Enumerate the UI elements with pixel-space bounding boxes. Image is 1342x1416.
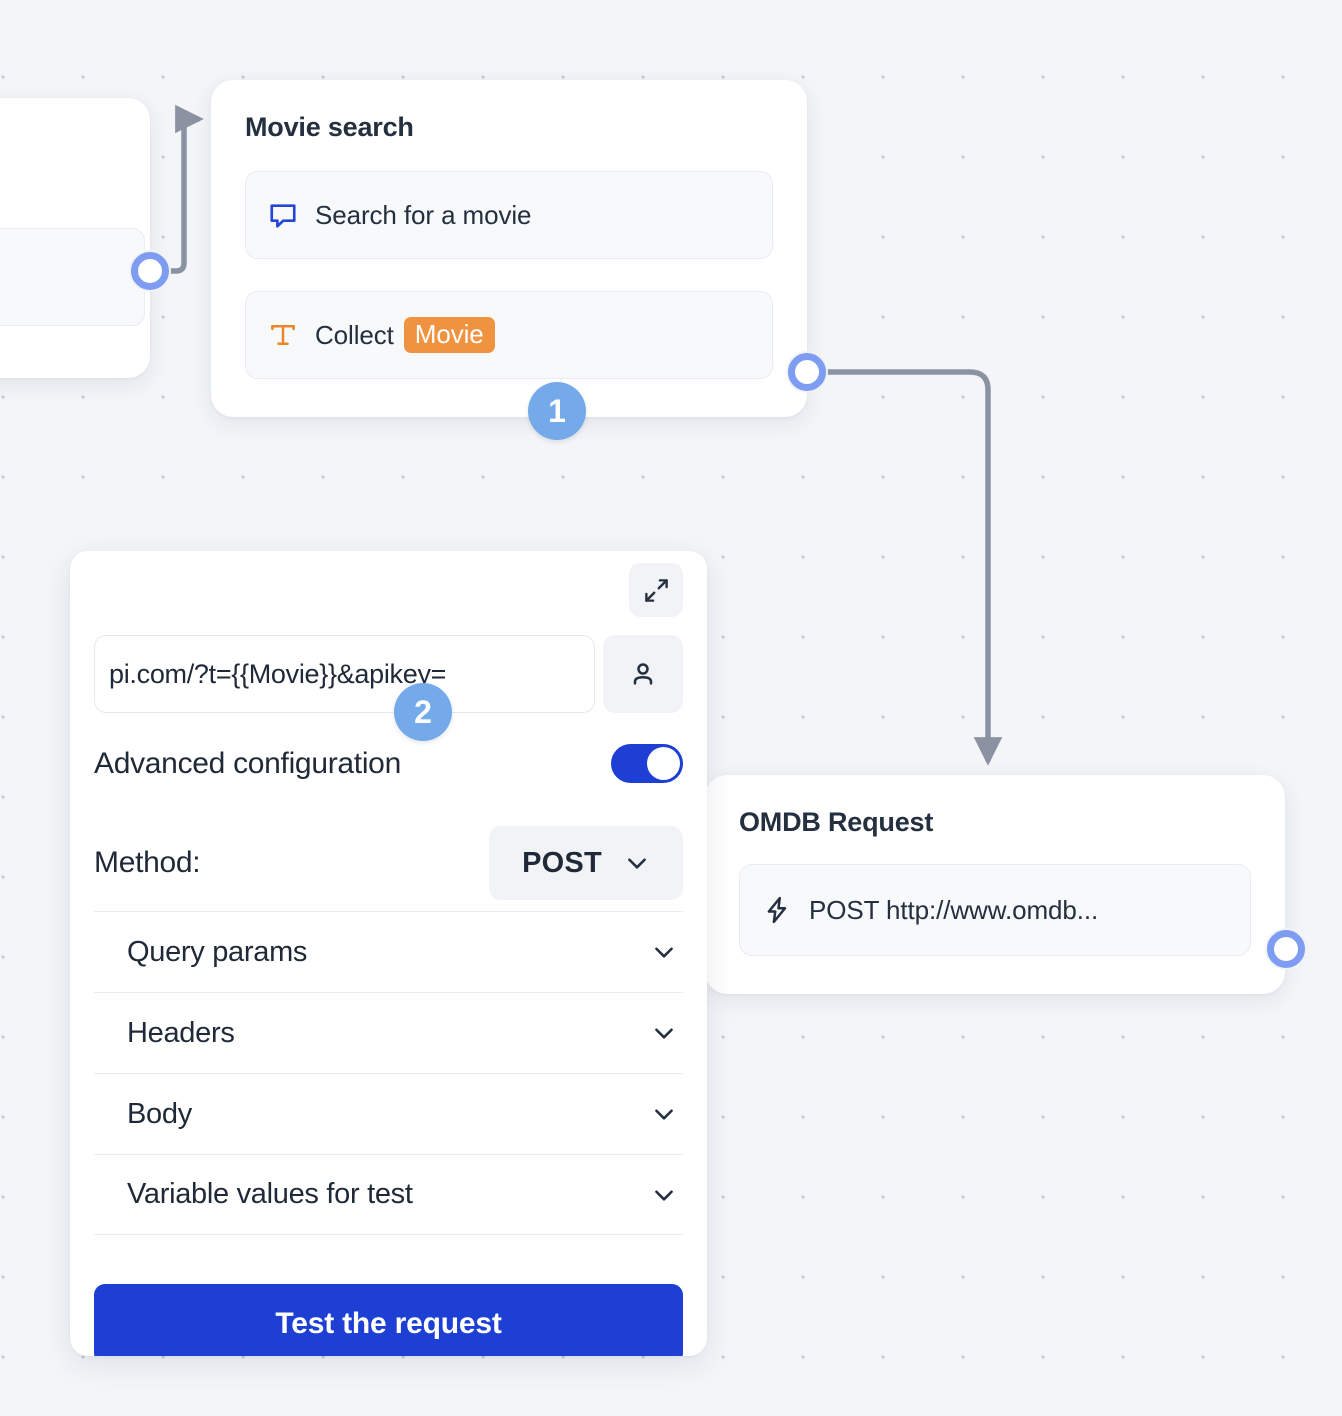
method-select[interactable]: POST: [489, 826, 683, 900]
omdb-request-node[interactable]: OMDB Request POST http://www.omdb...: [694, 775, 1285, 994]
partial-node-output-port[interactable]: [129, 250, 171, 292]
accordion-label-query-params: Query params: [127, 935, 308, 968]
edge-left-to-movie: [167, 104, 204, 274]
method-label: Method:: [94, 846, 201, 879]
partial-node[interactable]: [0, 98, 150, 378]
movie-search-node[interactable]: Movie search Search for a movie: [211, 80, 807, 417]
movie-search-row-collect[interactable]: Collect Movie: [245, 291, 773, 379]
chevron-down-icon: [624, 850, 650, 876]
person-icon: [628, 659, 658, 689]
movie-search-output-port[interactable]: [786, 351, 828, 393]
step-badge-1: 1: [528, 382, 586, 440]
accordion-item-headers[interactable]: Headers: [94, 992, 683, 1073]
test-the-request-button[interactable]: Test the request: [94, 1284, 683, 1356]
accordion-item-query-params[interactable]: Query params: [94, 911, 683, 992]
accordion-label-variable-values: Variable values for test: [127, 1178, 413, 1210]
chevron-down-icon: [651, 1182, 677, 1208]
speech-bubble-icon: [268, 200, 298, 230]
url-input[interactable]: [94, 635, 595, 713]
accordion-item-variable-values[interactable]: Variable values for test: [94, 1154, 683, 1235]
chevron-down-icon: [651, 1101, 677, 1127]
method-value: POST: [522, 846, 602, 879]
omdb-request-row-post-label: POST http://www.omdb...: [809, 894, 1099, 925]
partial-node-row[interactable]: [0, 228, 145, 326]
step-badge-2: 2: [394, 683, 452, 741]
omdb-request-output-port[interactable]: [1265, 928, 1307, 970]
advanced-configuration-row: Advanced configuration: [94, 744, 683, 783]
lightning-bolt-icon: [762, 895, 792, 925]
method-row: Method: POST: [94, 826, 683, 900]
movie-search-row-collect-label: Collect Movie: [315, 317, 495, 353]
accordion-label-headers: Headers: [127, 1016, 235, 1049]
advanced-configuration-toggle[interactable]: [611, 744, 683, 783]
collect-text: Collect: [315, 319, 394, 350]
request-sections-accordion: Query params Headers Body: [94, 911, 683, 1235]
request-config-panel[interactable]: Advanced configuration Method: POST Quer…: [70, 551, 707, 1356]
edge-movie-to-omdb: [825, 369, 1003, 766]
movie-search-row-search-label: Search for a movie: [315, 199, 532, 230]
text-t-icon: [268, 320, 298, 350]
accordion-label-body: Body: [127, 1097, 192, 1130]
url-row[interactable]: [94, 635, 683, 713]
accordion-item-body[interactable]: Body: [94, 1073, 683, 1154]
user-variable-button[interactable]: [603, 635, 683, 713]
advanced-configuration-label: Advanced configuration: [94, 746, 401, 780]
movie-search-row-search[interactable]: Search for a movie: [245, 171, 773, 259]
omdb-request-title: OMDB Request: [739, 807, 934, 837]
chevron-down-icon: [651, 1020, 677, 1046]
chevron-down-icon: [651, 939, 677, 965]
expand-button[interactable]: [629, 563, 683, 617]
variable-chip-movie[interactable]: Movie: [403, 317, 495, 353]
movie-search-title: Movie search: [245, 112, 414, 142]
expand-diagonal-icon: [643, 577, 670, 604]
omdb-request-row-post[interactable]: POST http://www.omdb...: [739, 864, 1251, 956]
